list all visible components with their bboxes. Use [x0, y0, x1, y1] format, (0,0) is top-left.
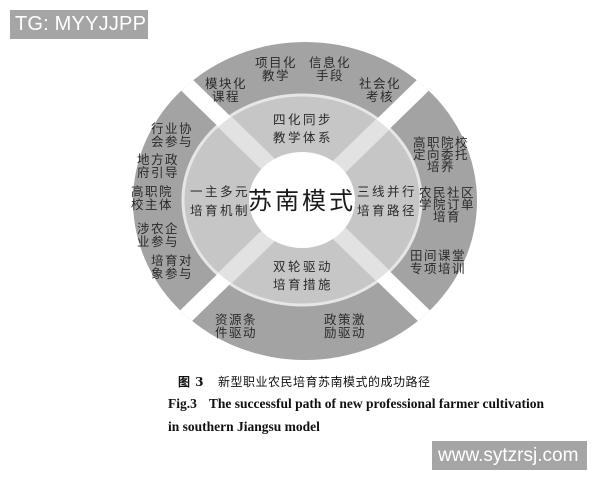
svg-text:专项培训: 专项培训: [410, 261, 466, 276]
middle-right-label: 三线并行 培育路径: [357, 184, 417, 218]
svg-text:府引导: 府引导: [137, 165, 179, 180]
svg-text:教学体系: 教学体系: [273, 130, 333, 145]
watermark-bottom-right: www.sytzrsj.com: [432, 441, 587, 470]
svg-text:地方政: 地方政: [137, 152, 179, 167]
svg-text:模块化: 模块化: [205, 76, 247, 91]
svg-text:四化同步: 四化同步: [273, 112, 333, 127]
outer-top-labels: 模块化 课程 项目化 教学 信息化 手段 社会化 考核: [205, 55, 401, 104]
svg-text:双轮驱动: 双轮驱动: [273, 259, 333, 274]
svg-text:一主多元: 一主多元: [190, 184, 250, 199]
middle-left-label: 一主多元 培育机制: [190, 184, 250, 218]
svg-text:政策激: 政策激: [324, 312, 366, 327]
middle-top-label: 四化同步 教学体系: [273, 112, 333, 145]
svg-text:社会化: 社会化: [359, 76, 401, 91]
svg-text:培育对: 培育对: [151, 253, 193, 268]
svg-text:涉农企: 涉农企: [137, 221, 179, 236]
outer-bottom-labels: 资源条 件驱动 政策激 励驱动: [215, 312, 366, 340]
caption-english-line1: Fig.3 The successful path of new professi…: [168, 396, 600, 412]
svg-text:业参与: 业参与: [137, 234, 179, 249]
svg-text:会参与: 会参与: [151, 134, 193, 149]
svg-text:三线并行: 三线并行: [357, 184, 417, 199]
svg-text:田间课堂: 田间课堂: [410, 248, 466, 263]
caption-en-text: The successful path of new professional …: [208, 396, 544, 411]
svg-text:课程: 课程: [212, 89, 240, 104]
caption-chinese: 图 3 新型职业农民培育苏南模式的成功路径: [178, 373, 600, 390]
center-title: 苏南模式: [248, 187, 356, 215]
caption-cn-text: 新型职业农民培育苏南模式的成功路径: [218, 375, 431, 389]
caption-english-line2: in southern Jiangsu model: [168, 419, 320, 434]
svg-text:项目化: 项目化: [255, 55, 297, 70]
svg-text:励驱动: 励驱动: [324, 325, 366, 340]
svg-text:件驱动: 件驱动: [215, 325, 257, 340]
svg-text:教学: 教学: [262, 68, 290, 83]
caption-en-label: Fig.3: [168, 396, 197, 411]
svg-text:培养: 培养: [427, 159, 455, 174]
svg-text:培育: 培育: [433, 209, 461, 224]
svg-text:定向委托: 定向委托: [413, 147, 469, 162]
svg-text:高职院校: 高职院校: [413, 135, 469, 150]
svg-text:学院订单: 学院订单: [419, 197, 475, 212]
svg-text:手段: 手段: [316, 68, 344, 83]
svg-text:考核: 考核: [366, 89, 394, 104]
svg-text:校主体: 校主体: [131, 197, 173, 212]
svg-text:资源条: 资源条: [215, 312, 257, 327]
svg-text:培育措施: 培育措施: [273, 277, 333, 292]
caption-cn-label: 图 3: [178, 375, 205, 389]
middle-bottom-label: 双轮驱动 培育措施: [273, 259, 333, 292]
svg-text:高职院: 高职院: [131, 184, 173, 199]
outer-left-labels: 行业协 会参与 地方政 府引导 高职院 校主体 涉农企 业参与 培育对 象参与: [131, 121, 193, 281]
svg-text:信息化: 信息化: [309, 55, 351, 70]
svg-text:培育机制: 培育机制: [190, 203, 250, 218]
svg-text:培育路径: 培育路径: [357, 203, 417, 218]
center-circle: [249, 152, 355, 248]
watermark-top-left: TG: MYYJJPP: [10, 10, 148, 39]
svg-text:农民社区: 农民社区: [419, 185, 475, 200]
svg-text:行业协: 行业协: [151, 121, 193, 136]
svg-text:象参与: 象参与: [151, 266, 193, 281]
outer-right-labels: 高职院校 定向委托 培养 农民社区 学院订单 培育 田间课堂 专项培训: [410, 135, 475, 276]
